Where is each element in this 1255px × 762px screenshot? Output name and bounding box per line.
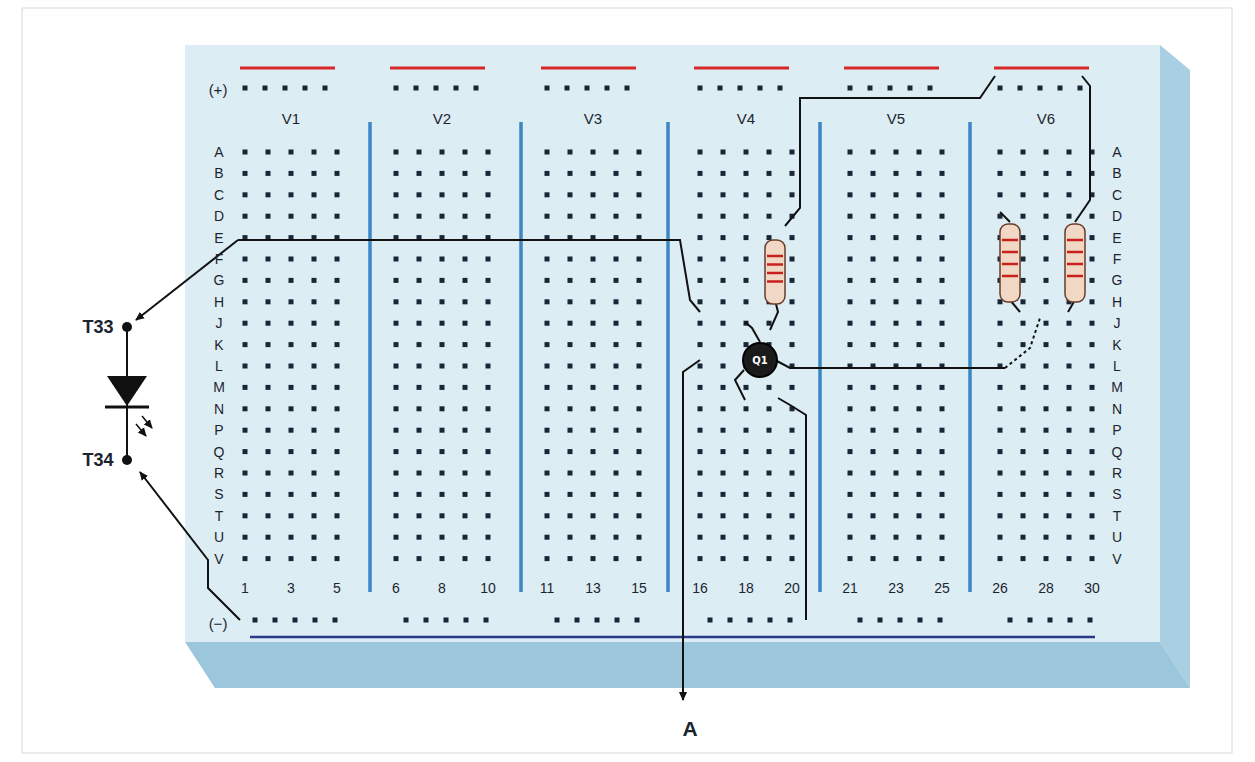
row-letter: C (1112, 188, 1122, 202)
group-label: V6 (1037, 111, 1055, 126)
column-number: 20 (784, 581, 800, 595)
group-label: V1 (282, 111, 300, 126)
row-letter: L (215, 359, 223, 373)
column-number: 6 (392, 581, 400, 595)
row-letter: V (1112, 552, 1121, 566)
row-letter: S (1112, 487, 1121, 501)
row-letter: E (214, 231, 223, 245)
wire (778, 398, 806, 620)
row-letter: D (214, 209, 224, 223)
row-letter: L (1113, 359, 1121, 373)
row-letter: N (214, 402, 224, 416)
group-label: V5 (887, 111, 905, 126)
positive-rail-lines (240, 67, 1089, 70)
terminal-label: T33 (82, 318, 113, 336)
row-letter: Q (1112, 445, 1123, 459)
row-letter: J (1114, 316, 1121, 330)
column-number: 10 (480, 581, 496, 595)
row-letter: T (1113, 509, 1122, 523)
row-letter: V (214, 552, 223, 566)
wire (136, 240, 238, 320)
column-number: 26 (992, 581, 1008, 595)
terminal-label: (−) (209, 616, 228, 631)
row-letter: F (215, 252, 224, 266)
column-number: 13 (585, 581, 601, 595)
column-number: 3 (287, 581, 295, 595)
row-letter: R (214, 466, 224, 480)
row-letter: S (214, 487, 223, 501)
wire (140, 472, 240, 620)
signal-label: A (682, 718, 697, 739)
led-symbol (105, 322, 152, 465)
resistor-bands (767, 240, 1083, 282)
row-letter: B (1112, 166, 1121, 180)
group-label: V3 (584, 111, 602, 126)
row-letter: D (1112, 209, 1122, 223)
group-label: V2 (433, 111, 451, 126)
column-number: 1 (241, 581, 249, 595)
column-number: 8 (438, 581, 446, 595)
column-number: 15 (631, 581, 647, 595)
column-number: 23 (888, 581, 904, 595)
column-number: 18 (738, 581, 754, 595)
board-bottom (185, 642, 1190, 688)
row-letter: K (1112, 338, 1121, 352)
row-letter: H (214, 295, 224, 309)
row-letter: K (214, 338, 223, 352)
board-top (185, 45, 1160, 642)
row-letter: G (1112, 273, 1123, 287)
row-letter: U (214, 530, 224, 544)
row-letter: Q (214, 445, 225, 459)
row-letter: A (214, 145, 223, 159)
column-number: 21 (842, 581, 858, 595)
negative-rail-line (250, 636, 1095, 639)
wire (1075, 76, 1090, 222)
row-letter: C (214, 188, 224, 202)
row-letter: E (1112, 231, 1121, 245)
row-letter: N (1112, 402, 1122, 416)
wire (775, 360, 1005, 368)
row-letter: P (1112, 423, 1121, 437)
transistor-lead (735, 370, 745, 400)
breadboard-holes (243, 86, 1095, 623)
row-letter: M (1111, 380, 1123, 394)
row-letter: M (213, 380, 225, 394)
transistor-lead (745, 322, 760, 342)
row-letter: B (214, 166, 223, 180)
column-number: 25 (934, 581, 950, 595)
board-side (1160, 45, 1190, 688)
group-label: V4 (737, 111, 755, 126)
resistor-symbol (765, 224, 1085, 304)
part-label: Q1 (752, 355, 767, 366)
resistor-lead (1000, 212, 1010, 222)
column-number: 30 (1084, 581, 1100, 595)
wire (238, 240, 700, 312)
wire (1005, 318, 1040, 368)
wire (683, 360, 700, 700)
row-letter: P (214, 423, 223, 437)
row-letter: F (1113, 252, 1122, 266)
row-letter: R (1112, 466, 1122, 480)
row-letter: T (215, 509, 224, 523)
row-letter: U (1112, 530, 1122, 544)
group-dividers (370, 122, 970, 592)
row-letter: A (1112, 145, 1121, 159)
row-letter: H (1112, 295, 1122, 309)
wire (785, 76, 995, 226)
column-number: 28 (1038, 581, 1054, 595)
column-number: 11 (540, 581, 555, 595)
row-letter: J (216, 316, 223, 330)
column-number: 16 (692, 581, 708, 595)
rail-label: (+) (209, 82, 228, 97)
rail-label: T34 (82, 451, 113, 469)
column-number: 5 (333, 581, 341, 595)
row-letter: G (214, 273, 225, 287)
wires (136, 76, 1090, 700)
transistor-body: Q1 (742, 342, 778, 378)
